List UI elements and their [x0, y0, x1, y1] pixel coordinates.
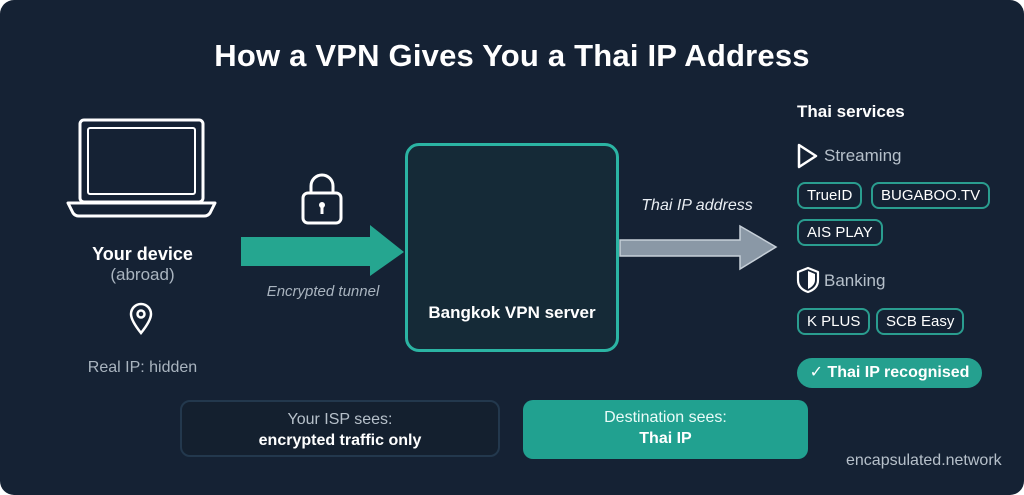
page-title: How a VPN Gives You a Thai IP Address	[214, 38, 810, 73]
play-icon	[797, 143, 818, 169]
laptop-icon	[66, 118, 217, 218]
vpn-server-box	[405, 143, 619, 352]
isp-box-value: encrypted traffic only	[258, 432, 422, 449]
destination-view-box: Destination sees: Thai IP	[523, 400, 808, 459]
isp-view-box: Your ISP sees: encrypted traffic only	[180, 400, 500, 457]
device-label: Your device	[92, 244, 193, 264]
encrypted-tunnel-arrow	[241, 225, 404, 276]
destination-box-heading: Destination sees:	[604, 409, 727, 426]
isp-box-heading: Your ISP sees:	[287, 411, 393, 428]
thai-ip-arrow	[619, 224, 778, 271]
service-chip-scb-easy: SCB Easy	[876, 308, 965, 335]
server-label: Bangkok VPN server	[428, 303, 596, 322]
streaming-label: Streaming	[824, 146, 902, 165]
services-title: Thai services	[797, 102, 905, 121]
lock-icon	[301, 173, 343, 225]
destination-box-value: Thai IP	[639, 430, 692, 447]
shield-icon	[796, 266, 820, 294]
footer-site-name: encapsulated.network	[846, 452, 1002, 469]
banking-label: Banking	[824, 271, 886, 290]
service-chip-k-plus: K PLUS	[797, 308, 871, 335]
location-pin-icon	[129, 302, 153, 336]
tunnel-label: Encrypted tunnel	[266, 283, 380, 300]
real-ip-label: Real IP: hidden	[87, 359, 198, 376]
thai-ip-recognised-badge: ✓ Thai IP recognised	[797, 358, 982, 388]
device-sublabel: (abroad)	[110, 265, 175, 284]
service-chip-bugaboo: BUGABOO.TV	[871, 182, 991, 209]
service-chip-ais-play: AIS PLAY	[797, 219, 883, 246]
service-chip-trueid: TrueID	[797, 182, 863, 209]
thai-ip-label: Thai IP address	[641, 197, 753, 214]
